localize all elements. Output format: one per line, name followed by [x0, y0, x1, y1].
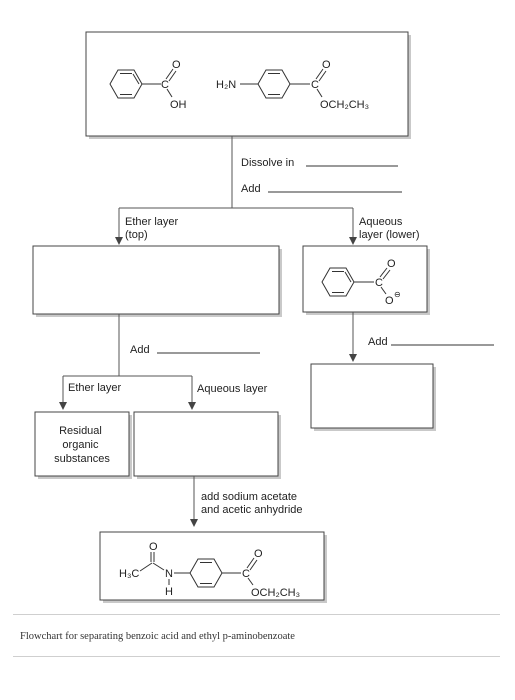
residual-label: Residual organic substances	[54, 425, 110, 465]
aqueous-result-box	[133, 411, 281, 479]
residual-box	[34, 411, 132, 479]
caption-bottom-divider	[13, 656, 500, 657]
aqueous-layer-box	[302, 245, 430, 315]
benzoic-o-label: O	[172, 59, 181, 71]
benzoic-oh-label: OH	[170, 99, 187, 111]
caption-top-divider	[13, 614, 500, 615]
benzoic-acid-structure: C O OH	[109, 59, 187, 111]
product-ester-c-label: C	[242, 568, 250, 580]
starting-mixture-box	[85, 31, 411, 139]
product-n-label: N	[165, 568, 173, 580]
figure-caption: Flowchart for separating benzoic acid an…	[20, 631, 295, 642]
add-right-label: Add	[368, 336, 388, 348]
benzoate-o-label: O	[387, 258, 396, 270]
benzoate-o-minus-label: O	[385, 295, 394, 307]
benzoate-c-label: C	[375, 277, 383, 289]
negative-charge-icon: ⊖	[394, 290, 401, 299]
ester-o-label: O	[322, 59, 331, 71]
add-first-label: Add	[241, 183, 261, 195]
reagents-label: add sodium acetate and acetic anhydride	[201, 491, 303, 516]
right-result-box	[310, 363, 436, 431]
ether-top-label: Ether layer (top)	[125, 216, 181, 241]
ester-och2ch3-label: OCH₂CH₃	[320, 99, 369, 111]
product-h3c-label: H₃C	[119, 568, 139, 580]
product-h-label: H	[165, 586, 173, 598]
aqueous-layer-label: Aqueous layer	[197, 383, 268, 395]
product-och2ch3-label: OCH₂CH₃	[251, 587, 300, 599]
ethyl-aminobenzoate-structure: H₂N C O OCH₂CH₃	[216, 59, 369, 111]
add-left-label: Add	[130, 344, 150, 356]
ester-c-label: C	[311, 79, 319, 91]
benzoate-structure: C O O ⊖	[321, 258, 401, 307]
product-box	[99, 531, 327, 603]
benzoic-c-label: C	[161, 79, 169, 91]
amino-h2n-label: H₂N	[216, 79, 236, 91]
aqueous-lower-label: Aqueous layer (lower)	[359, 216, 420, 241]
ether-layer-box	[32, 245, 282, 317]
ether-layer-label: Ether layer	[68, 382, 122, 394]
product-amide-o-label: O	[149, 541, 158, 553]
product-ester-o-label: O	[254, 548, 263, 560]
benzocaine-acetamide-structure: H₃C O N H C O OCH₂CH₃	[119, 541, 300, 599]
dissolve-in-label: Dissolve in	[241, 157, 294, 169]
